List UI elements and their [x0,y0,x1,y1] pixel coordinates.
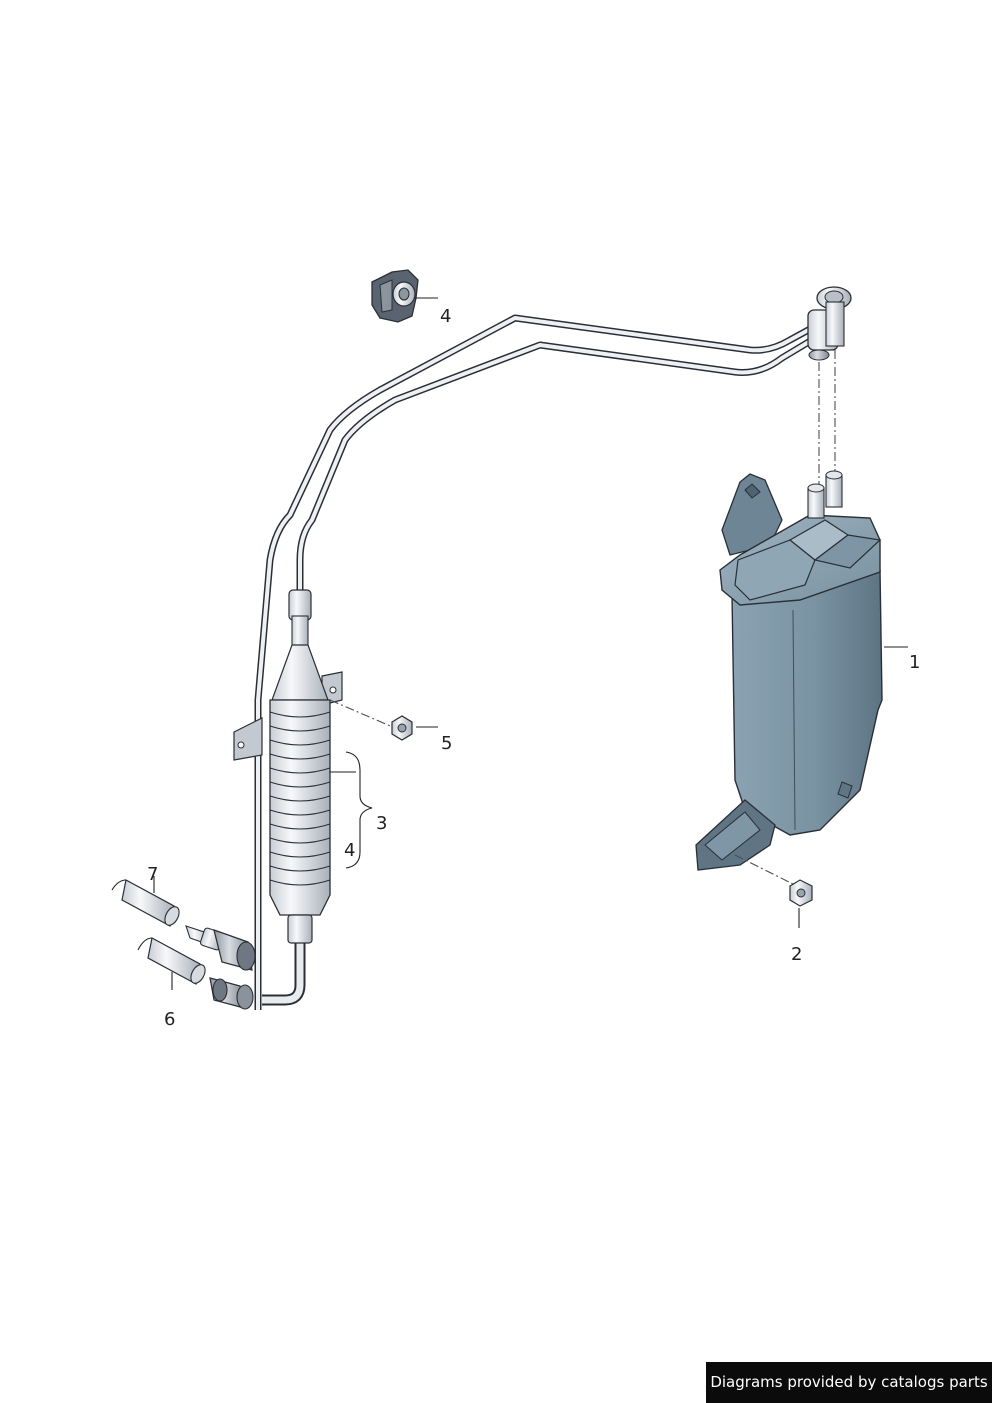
callout-4-clip: 4 [440,306,451,327]
nut-2 [789,879,813,907]
nut-5 [391,715,413,741]
charcoal-canister [695,470,883,871]
hose-sleeve-7 [111,879,180,927]
callout-1: 1 [909,652,920,673]
leader-lines [153,297,908,990]
callout-4-group: 4 [344,840,355,861]
fuel-filter-element [233,589,343,944]
assembly-line-nut-2 [734,854,796,886]
callout-6: 6 [164,1009,175,1030]
footer-credit: Diagrams provided by catalogs parts [706,1362,992,1403]
lower-connectors [185,925,256,1010]
hose-sleeve-6 [137,937,206,985]
pipe-connector-top [807,286,852,361]
pipe-clip [371,269,419,323]
callout-7: 7 [147,864,158,885]
callout-5: 5 [441,733,452,754]
callout-2: 2 [791,944,802,965]
callout-3: 3 [376,813,387,834]
pipe-assembly [254,314,814,1010]
assembly-line-nut-5 [329,699,396,729]
